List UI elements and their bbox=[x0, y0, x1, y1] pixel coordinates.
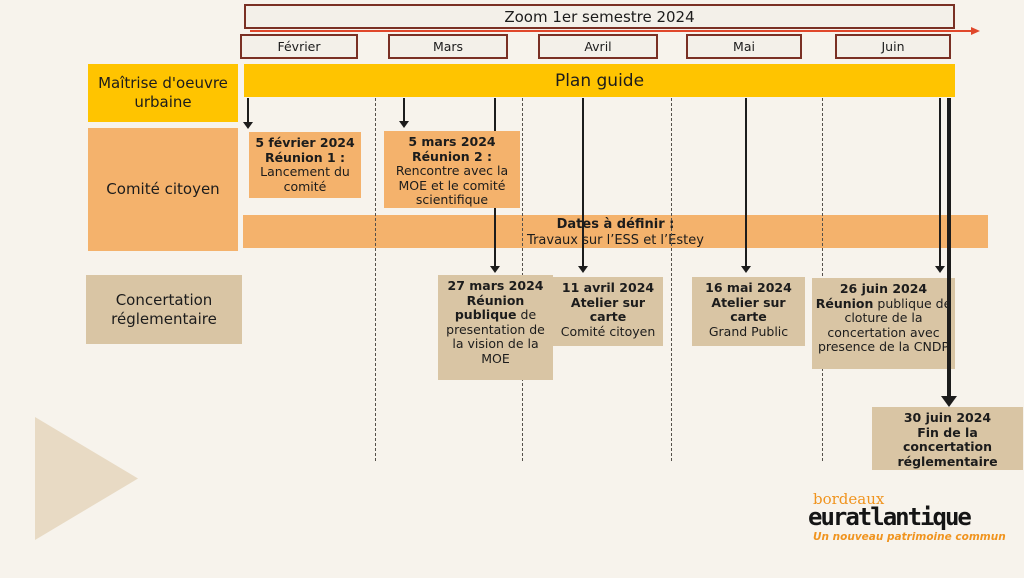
plan-guide-bar: Plan guide bbox=[244, 64, 955, 97]
dates-bar-subtitle: Travaux sur l’ESS et l’Estey bbox=[527, 233, 704, 249]
event-title: Réunion 1 : bbox=[264, 149, 346, 165]
logo-tagline: Un nouveau patrimoine commun bbox=[813, 531, 1006, 543]
event-27-mars: 27 mars 2024 Réunion publique de present… bbox=[438, 275, 553, 380]
event-11-avril: 11 avril 2024 Atelier sur carte Comité c… bbox=[553, 277, 663, 346]
event-date: 5 mars 2024 bbox=[408, 134, 496, 149]
event-16-mai: 16 mai 2024 Atelier sur carte Grand Publ… bbox=[692, 277, 805, 346]
down-arrow-thick-icon bbox=[941, 98, 957, 407]
month-avril: Avril bbox=[538, 34, 658, 59]
month-juin: Juin bbox=[835, 34, 951, 59]
event-desc: Rencontre avec la MOE et le comité scien… bbox=[395, 163, 509, 207]
event-date: 5 février 2024 bbox=[255, 135, 355, 150]
month-fevrier: Février bbox=[240, 34, 358, 59]
dates-a-definir-bar: Dates à définir : Travaux sur l’ESS et l… bbox=[243, 215, 988, 248]
event-26-juin: 26 juin 2024 Réunion publique de cloture… bbox=[812, 278, 955, 369]
month-mars: Mars bbox=[388, 34, 508, 59]
event-title: Réunion 2 : bbox=[411, 148, 493, 164]
event-5-mars: 5 mars 2024 Réunion 2 : Rencontre avec l… bbox=[384, 131, 520, 208]
dashed-gridline bbox=[671, 98, 672, 461]
decorative-triangle-icon bbox=[35, 417, 138, 540]
event-desc: Réunion publique de presentation de la v… bbox=[446, 292, 545, 366]
event-title: Réunion publique bbox=[454, 292, 525, 322]
event-desc: Grand Public bbox=[708, 323, 789, 339]
event-desc: Réunion publique de cloture de la concer… bbox=[815, 295, 952, 354]
down-arrow-icon bbox=[399, 98, 409, 128]
row-label-maitrise-oeuvre: Maîtrise d'oeuvre urbaine bbox=[88, 64, 238, 122]
event-5-fevrier: 5 février 2024 Réunion 1 : Lancement du … bbox=[249, 132, 361, 198]
down-arrow-icon bbox=[243, 98, 253, 129]
event-title: Atelier sur carte bbox=[711, 294, 786, 324]
down-arrow-icon bbox=[935, 98, 945, 273]
row-label-concertation: Concertation réglementaire bbox=[86, 275, 242, 344]
month-mai: Mai bbox=[686, 34, 802, 59]
event-date: 11 avril 2024 bbox=[561, 280, 655, 295]
event-30-juin: 30 juin 2024 Fin de la concertation régl… bbox=[872, 407, 1023, 470]
bordeaux-euratlantique-logo: bordeaux euratlantique Un nouveau patrim… bbox=[808, 490, 1023, 544]
down-arrow-icon bbox=[741, 98, 751, 273]
event-date: 26 juin 2024 bbox=[839, 281, 928, 296]
logo-city: bordeaux bbox=[813, 490, 885, 508]
down-arrow-icon bbox=[578, 98, 588, 273]
slide-title: Zoom 1er semestre 2024 bbox=[244, 4, 955, 29]
event-date: 27 mars 2024 bbox=[447, 278, 544, 293]
row-label-comite-citoyen: Comité citoyen bbox=[88, 128, 238, 251]
dashed-gridline bbox=[375, 98, 376, 461]
timeline-arrow-icon bbox=[250, 27, 980, 35]
event-date: 30 juin 2024 bbox=[903, 410, 992, 425]
event-desc: Lancement du comité bbox=[260, 164, 350, 194]
event-desc: Comité citoyen bbox=[560, 323, 656, 339]
event-date: 16 mai 2024 bbox=[705, 280, 792, 295]
event-title: Atelier sur carte bbox=[570, 294, 646, 324]
dates-bar-title: Dates à définir : bbox=[556, 217, 675, 232]
event-title: Fin de la concertation réglementaire bbox=[897, 424, 998, 469]
logo-name: euratlantique bbox=[808, 503, 972, 531]
event-title: Réunion bbox=[815, 295, 874, 311]
